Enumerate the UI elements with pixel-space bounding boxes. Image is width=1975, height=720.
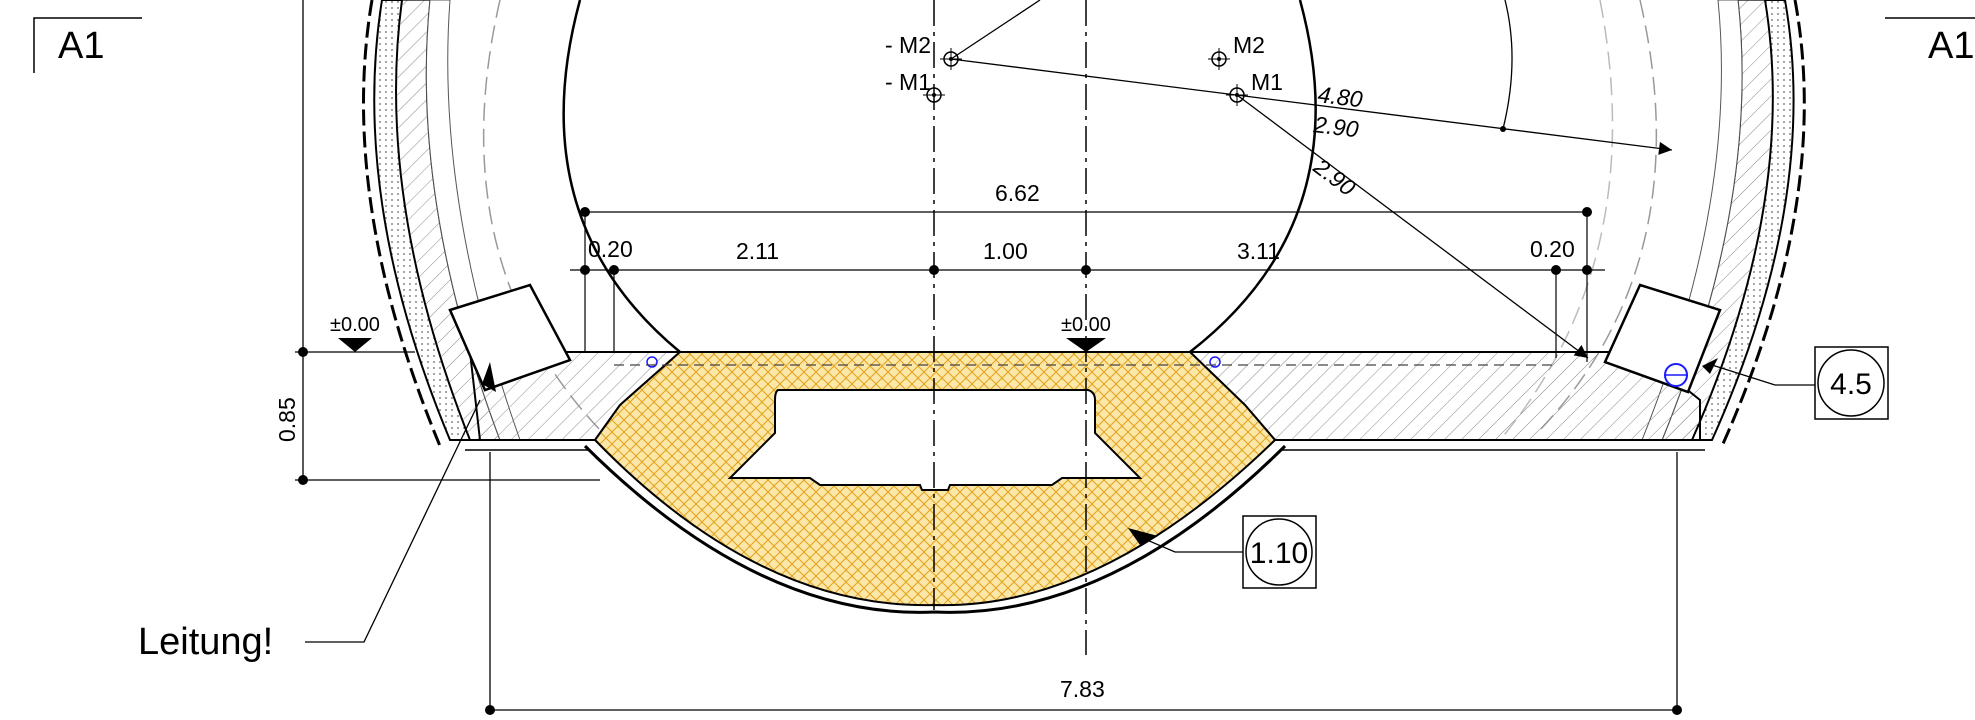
blue-markers bbox=[646, 356, 1688, 387]
callout-detail-bottom: 1.10 bbox=[1128, 515, 1317, 589]
section-mark-left: A1 bbox=[33, 17, 142, 73]
level-label-center: ±0.00 bbox=[1061, 314, 1111, 336]
duct-left bbox=[448, 283, 572, 392]
section-mark-left-label: A1 bbox=[58, 25, 104, 67]
invert-outer-arc bbox=[583, 444, 1287, 614]
duct-right bbox=[1603, 283, 1722, 394]
label-m1-left: - M1 bbox=[885, 69, 931, 95]
center-m2-right bbox=[1208, 48, 1230, 70]
callout-detail-right-label: 4.5 bbox=[1830, 368, 1872, 401]
dim-label-bottom-span: 7.83 bbox=[1060, 676, 1105, 702]
radius-label-inner-a: 2.90 bbox=[1311, 111, 1360, 142]
dim-label-seg-c: 1.00 bbox=[983, 238, 1028, 264]
note-leitung-label: Leitung! bbox=[138, 621, 273, 663]
radius-label-inner-b: 2.90 bbox=[1308, 153, 1360, 201]
dim-label-seg-a: 0.20 bbox=[588, 236, 633, 262]
label-m1-right: M1 bbox=[1251, 69, 1283, 95]
note-leitung: Leitung! bbox=[138, 362, 496, 663]
dim-label-seg-e: 0.20 bbox=[1530, 236, 1575, 262]
section-mark-right: A1 bbox=[1885, 17, 1975, 67]
level-marker-left bbox=[338, 338, 372, 352]
label-m2-right: M2 bbox=[1233, 32, 1265, 58]
callout-detail-bottom-label: 1.10 bbox=[1250, 537, 1308, 570]
radius-label-outer: 4.80 bbox=[1316, 81, 1364, 112]
radius-lines bbox=[950, 0, 1673, 359]
level-marker-center bbox=[1066, 338, 1106, 352]
dim-label-height-left: 0.85 bbox=[274, 397, 300, 442]
center-m1-left bbox=[923, 84, 945, 106]
dim-label-seg-b: 2.11 bbox=[736, 238, 779, 264]
drainage-channel bbox=[727, 389, 1143, 491]
dimension-lines bbox=[295, 0, 1682, 715]
level-label-left: ±0.00 bbox=[330, 314, 380, 336]
section-mark-right-label: A1 bbox=[1928, 25, 1974, 67]
dim-label-seg-d: 3.11 bbox=[1237, 238, 1280, 264]
clearance-profile bbox=[562, 0, 1317, 353]
label-m2-left: - M2 bbox=[885, 32, 931, 58]
callout-detail-right: 4.5 bbox=[1702, 346, 1889, 420]
dim-label-top-span: 6.62 bbox=[995, 180, 1040, 206]
